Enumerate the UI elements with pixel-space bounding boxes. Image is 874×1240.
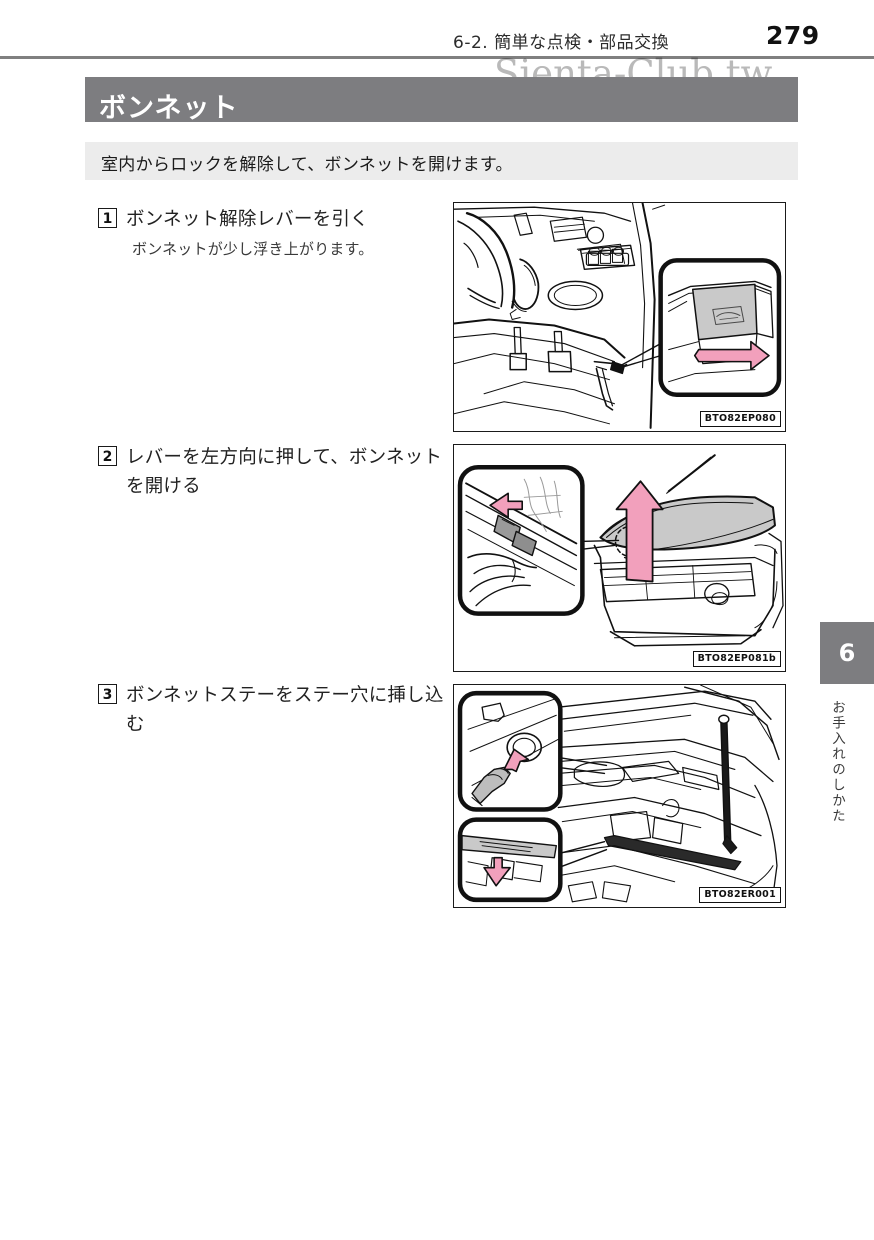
step-3-text: ボンネットステーをステー穴に挿し込む (126, 685, 444, 735)
figure-1-code: BTO82EP080 (699, 411, 781, 427)
page-title: ボンネット (99, 93, 239, 124)
figure-3-callout-stay-hole (457, 690, 563, 812)
figure-3-hood-stay: BTO82ER001 (453, 684, 786, 908)
chapter-tab-label: お手入れのしかた (829, 700, 845, 824)
figure-1-illustration (454, 203, 782, 429)
step-2-number: 2 (98, 446, 117, 466)
chapter-tab: 6 (820, 622, 874, 684)
page-number: 279 (766, 21, 820, 50)
subtitle-bar: 室内からロックを解除して、ボンネットを開けます。 (85, 142, 798, 180)
figure-1-callout (658, 258, 782, 397)
header-divider (0, 56, 874, 59)
step-1-text: ボンネット解除レバーを引く (126, 209, 369, 230)
section-header: 6-2. 簡単な点検・部品交換 (453, 33, 670, 53)
figure-3-code: BTO82ER001 (699, 887, 781, 903)
chapter-tab-number: 6 (838, 639, 856, 667)
pink-arrow-left-icon (489, 492, 524, 519)
figure-1-hood-release-lever: BTO82EP080 (453, 202, 786, 432)
figure-2-illustration (457, 454, 784, 647)
subtitle-text: 室内からロックを解除して、ボンネットを開けます。 (101, 155, 513, 175)
figure-2-open-hood: BTO82EP081b (453, 444, 786, 672)
figure-3-illustration (457, 685, 780, 903)
figure-2-callout (457, 464, 585, 616)
step-3-number: 3 (98, 684, 117, 704)
figure-3-callout-stay-release (457, 817, 563, 903)
pink-arrow-release-icon (483, 856, 511, 887)
figure-2-code: BTO82EP081b (692, 651, 781, 667)
step-1-number: 1 (98, 208, 117, 228)
section-title-bar: ボンネット (85, 77, 798, 124)
pink-arrow-up-icon (615, 480, 664, 583)
pink-arrow-pull-icon (693, 340, 770, 371)
hood-stay-rod (720, 718, 732, 847)
pink-arrow-insert-icon (503, 748, 530, 773)
step-2-text: レバーを左方向に押して、ボンネットを開ける (126, 447, 443, 497)
page-header: 6-2. 簡単な点検・部品交換 279 (0, 0, 874, 60)
step-1-subtext: ボンネットが少し浮き上がります。 (132, 240, 374, 258)
